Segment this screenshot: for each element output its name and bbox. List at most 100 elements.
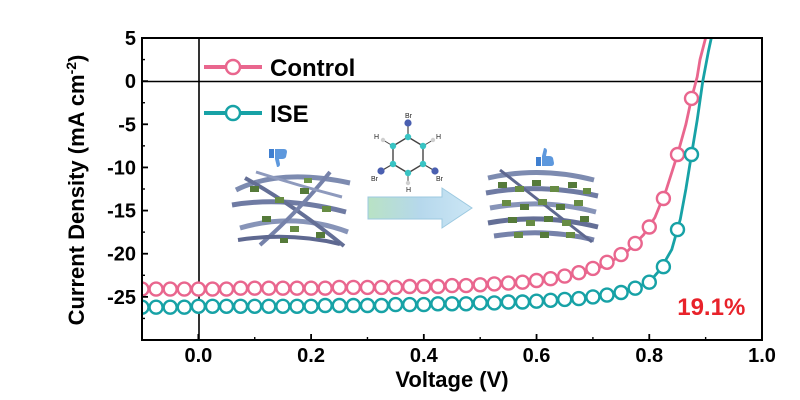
data-point-ise — [261, 298, 277, 314]
data-point-control — [204, 281, 221, 297]
data-point-control — [585, 260, 601, 277]
data-point-ise — [345, 297, 362, 314]
data-point-control — [472, 277, 488, 293]
data-point-ise — [275, 298, 291, 314]
data-point-control — [458, 277, 474, 294]
x-tick-label: 0.8 — [635, 345, 663, 367]
thumbs-up-icon — [536, 148, 554, 166]
fiber-network-ise — [485, 168, 599, 244]
plot-frame — [141, 37, 763, 341]
legend: Control ISE — [204, 55, 355, 128]
series-line-ise — [142, 38, 713, 309]
data-point-ise — [303, 298, 319, 314]
y-axis-title-sup: -2 — [63, 62, 79, 75]
data-point-control — [641, 219, 657, 235]
data-point-ise — [571, 290, 587, 307]
data-point-ise — [655, 259, 672, 275]
data-point-ise — [204, 298, 221, 314]
x-axis-title: Voltage (V) — [395, 367, 508, 392]
atom-label: H — [436, 134, 441, 141]
data-point-ise — [444, 296, 460, 312]
data-point-control — [683, 90, 700, 107]
data-point-ise — [486, 295, 502, 311]
y-tick-label: 0 — [125, 71, 136, 93]
data-point-ise — [331, 297, 347, 314]
y-tick-label: -5 — [118, 114, 136, 136]
data-point-ise — [514, 294, 531, 310]
data-point-ise — [162, 299, 178, 315]
data-point-control — [232, 280, 249, 296]
data-point-ise — [416, 296, 432, 313]
data-point-control — [359, 279, 376, 296]
data-point-control — [387, 279, 404, 296]
data-point-control — [514, 274, 531, 290]
x-tick-label: 0.6 — [523, 345, 551, 367]
data-point-ise — [472, 295, 488, 311]
atom-label: Br — [436, 176, 444, 183]
atom-label: Br — [371, 176, 379, 183]
inset-illustration: Br Br Br H H H — [231, 113, 599, 248]
data-point-control — [486, 276, 502, 292]
legend-label-ise: ISE — [270, 101, 309, 128]
data-point-control — [176, 281, 193, 297]
data-point-control — [331, 279, 347, 296]
data-point-control — [613, 246, 629, 263]
legend-marker-ise — [224, 104, 242, 122]
data-point-ise — [585, 289, 601, 305]
data-point-ise — [500, 294, 517, 310]
atom-label: H — [406, 187, 411, 194]
molecule-structure: Br Br Br H H H — [371, 113, 444, 194]
atom-label: Br — [405, 113, 413, 120]
data-point-control — [528, 272, 545, 289]
data-point-control — [373, 279, 390, 296]
y-axis-title: Current Density (mA cm-2) — [63, 55, 89, 326]
data-point-ise — [148, 299, 164, 315]
data-point-control — [542, 271, 559, 287]
y-tick-label: -10 — [107, 157, 136, 179]
data-point-control — [655, 190, 672, 207]
data-point-ise — [641, 274, 657, 290]
data-point-ise — [683, 146, 700, 163]
x-tick-label: 1.0 — [748, 345, 776, 367]
data-point-control — [345, 279, 362, 296]
x-tick-label: 0.2 — [297, 345, 325, 367]
data-point-ise — [599, 287, 615, 303]
data-point-control — [148, 281, 164, 297]
data-point-ise — [317, 297, 333, 314]
data-point-control — [430, 278, 446, 295]
data-point-ise — [528, 293, 545, 309]
data-point-control — [218, 281, 235, 297]
data-point-control — [246, 280, 263, 296]
data-point-ise — [387, 296, 404, 313]
data-point-ise — [627, 280, 643, 296]
data-point-control — [289, 280, 305, 296]
data-point-control — [571, 265, 587, 281]
data-point-control — [162, 281, 178, 297]
fiber-network-control — [231, 170, 351, 248]
data-point-ise — [246, 298, 263, 314]
legend-marker-control — [224, 58, 242, 76]
data-point-ise — [218, 298, 235, 314]
series-layer — [142, 38, 713, 315]
x-tick-label: 0.0 — [184, 345, 212, 367]
data-point-ise — [557, 291, 573, 308]
data-point-control — [402, 278, 418, 295]
data-point-control — [599, 254, 615, 270]
data-point-ise — [289, 298, 305, 314]
data-point-ise — [458, 296, 474, 312]
legend-label-control: Control — [270, 55, 355, 82]
data-point-control — [669, 146, 686, 163]
data-point-control — [190, 281, 207, 297]
data-point-control — [303, 280, 319, 296]
data-point-ise — [359, 297, 376, 314]
y-axis-title-close: ) — [64, 55, 89, 62]
data-point-ise — [190, 298, 207, 314]
data-point-ise — [613, 284, 629, 301]
transition-arrow — [367, 187, 473, 229]
data-point-ise — [430, 296, 446, 312]
data-point-ise — [542, 292, 559, 308]
data-point-control — [444, 277, 460, 294]
data-point-ise — [402, 296, 418, 313]
